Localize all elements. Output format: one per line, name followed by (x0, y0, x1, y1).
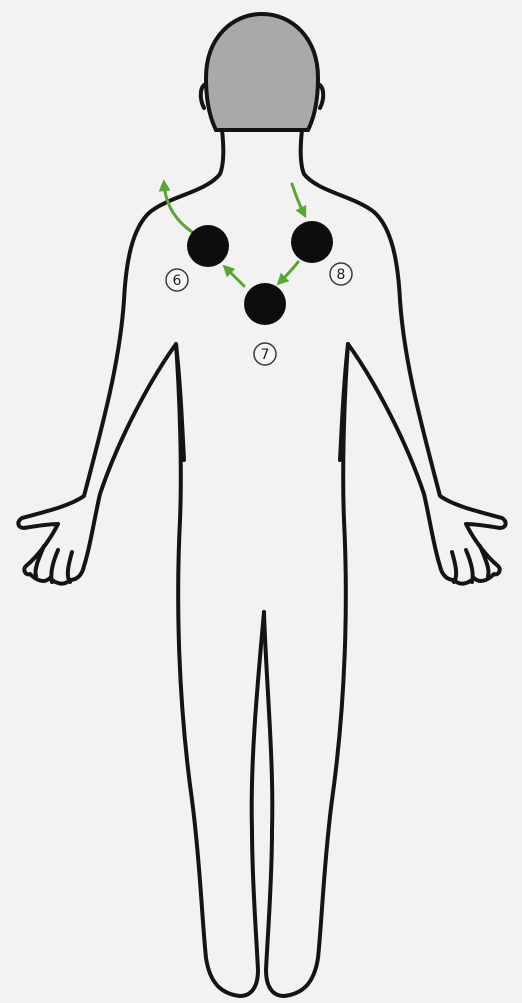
svg-text:7: 7 (261, 347, 270, 363)
point-6 (187, 225, 229, 267)
head (206, 14, 318, 130)
label-8: 8 (330, 263, 352, 285)
right-hand-fingers (452, 546, 489, 582)
point-7 (244, 283, 286, 325)
arrow-neck-to-8 (292, 184, 304, 214)
svg-text:8: 8 (337, 267, 346, 283)
arrow-6-to-shoulder (164, 184, 192, 232)
arrow-7-to-6 (226, 268, 244, 286)
svg-text:6: 6 (173, 273, 182, 289)
arrow-8-to-7 (280, 262, 298, 282)
label-7: 7 (254, 343, 276, 365)
label-6: 6 (166, 269, 188, 291)
point-8 (291, 221, 333, 263)
left-hand-fingers (35, 546, 72, 582)
